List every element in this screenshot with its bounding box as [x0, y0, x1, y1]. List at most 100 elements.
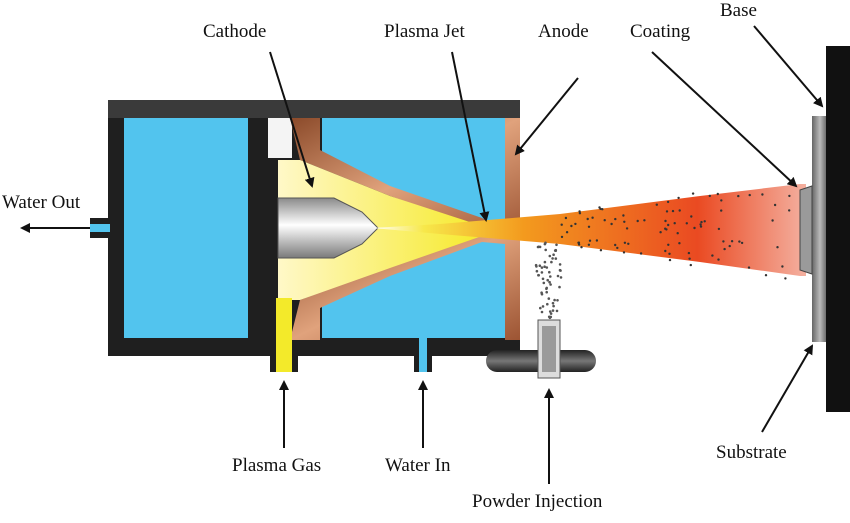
water-chamber-left [124, 118, 248, 338]
powder-particle [559, 276, 563, 279]
spray-particle [659, 231, 662, 234]
spray-particle [788, 194, 791, 198]
spray-particle [610, 222, 613, 226]
plasma-jet-arrow [451, 51, 490, 222]
spray-particle [678, 242, 681, 245]
powder-particle [555, 309, 559, 313]
powder-particle [549, 315, 553, 319]
spray-particle [655, 203, 658, 206]
spray-particle [776, 246, 779, 249]
spray-particle [788, 209, 791, 212]
spray-particle [761, 193, 764, 196]
spray-particle [668, 252, 671, 255]
spray-particle [623, 241, 627, 244]
powder-particle [549, 275, 552, 278]
spray-particle [673, 222, 676, 225]
spray-particle [595, 239, 599, 242]
spray-particle [667, 243, 670, 246]
spray-particle [720, 199, 723, 202]
powder-particle [540, 271, 544, 274]
spray-particles [560, 192, 791, 280]
powder-particle [548, 270, 551, 274]
powder-particle [545, 266, 549, 269]
powder-particle [553, 249, 557, 252]
spray-particle [616, 246, 619, 250]
housing-highlight [108, 100, 520, 118]
powder-particle [553, 298, 556, 302]
inlet-wall-right [292, 340, 298, 372]
powder-particle [552, 304, 555, 308]
spray-particle [711, 254, 714, 257]
spray-particle [591, 216, 594, 219]
powder-particle [543, 260, 547, 264]
spray-particle [560, 235, 564, 239]
spray-particle [773, 203, 777, 207]
spray-particle [700, 220, 703, 224]
spray-particle [740, 241, 744, 245]
spray-particle [728, 244, 731, 248]
spray-particle [708, 194, 711, 198]
spray-particle [598, 206, 601, 209]
powder-particle [544, 241, 547, 245]
spray-particle [565, 231, 569, 234]
inlet-wall-left [270, 340, 276, 372]
water-chamber-lower [322, 236, 505, 338]
powder-particle [541, 277, 545, 281]
spray-particle [578, 212, 582, 215]
spray-particle [737, 194, 740, 198]
powder-particle [551, 301, 555, 305]
water-in-flow [419, 338, 427, 372]
water-chamber-upper [322, 118, 505, 238]
powder-particle [542, 281, 546, 285]
spray-particle [666, 200, 670, 204]
spray-particle [586, 217, 589, 221]
powder-particle [546, 302, 549, 306]
label-anode: Anode [538, 21, 589, 42]
spray-particle [577, 241, 580, 244]
spray-particle [723, 247, 726, 251]
label-cathode: Cathode [203, 21, 267, 42]
spray-particle [570, 224, 573, 228]
powder-particle [545, 287, 548, 291]
powder-particle [535, 265, 538, 268]
powder-particle [558, 268, 562, 272]
spray-particle [643, 219, 646, 222]
powder-injector-core [542, 326, 556, 372]
powder-particle [558, 285, 561, 289]
spray-particle [689, 263, 692, 267]
powder-particle [546, 278, 549, 282]
spray-particle [560, 223, 563, 226]
spray-particle [703, 220, 706, 223]
powder-particle [541, 305, 545, 308]
spray-particle [784, 277, 787, 280]
plasma-gas-inlet [276, 298, 292, 372]
powder-particle [550, 260, 553, 264]
spray-particle [685, 222, 688, 225]
base-arrow [753, 25, 824, 108]
spray-particle [771, 219, 774, 222]
powder-particle [540, 310, 544, 314]
powder-particle [555, 243, 558, 247]
spray-particle [664, 227, 667, 230]
powder-particle [551, 257, 554, 260]
spray-particle [720, 209, 723, 212]
spray-particle [691, 192, 695, 195]
spray-particle [677, 196, 680, 200]
coating-arrow [651, 51, 798, 188]
spray-particle [781, 265, 784, 268]
substrate-arrow [761, 344, 814, 433]
spray-particle [627, 242, 630, 245]
spray-particle [599, 249, 603, 252]
label-powder-injection: Powder Injection [472, 491, 603, 512]
spray-particle [639, 252, 643, 255]
spray-particle [580, 246, 583, 249]
plasma-jet [372, 184, 806, 276]
powder-particle [547, 297, 551, 300]
powder-particle [556, 274, 560, 278]
powder-particle [549, 312, 553, 315]
spray-particle [668, 258, 672, 262]
spray-particle [574, 222, 577, 226]
powder-particle [554, 257, 558, 260]
